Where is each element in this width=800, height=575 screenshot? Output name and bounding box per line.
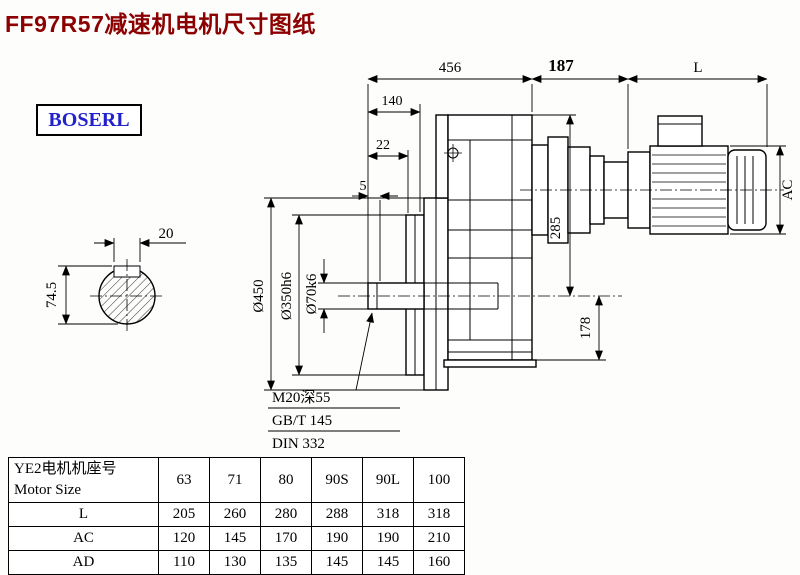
value-cell: 318 (362, 502, 414, 527)
value-cell: 190 (311, 526, 363, 551)
value-cell: 205 (158, 502, 210, 527)
dim-AC-label: AC (780, 180, 796, 201)
dim-label-cell: AC (8, 526, 159, 551)
value-cell: 135 (260, 550, 312, 575)
dia-350h6-label: Ø350h6 (279, 271, 295, 320)
note-din-label: DIN 332 (272, 436, 325, 452)
dim-label-cell: AD (8, 550, 159, 575)
dim-456-label: 456 (439, 60, 462, 76)
value-cell: 288 (311, 502, 363, 527)
dimensions: 456 187 L 140 22 5 285 178 AC Ø450 (44, 56, 796, 391)
terminal-box (657, 115, 703, 147)
value-cell: 280 (260, 502, 312, 527)
value-cell: 160 (413, 550, 465, 575)
dim-5-label: 5 (360, 179, 367, 194)
dia-450-label: Ø450 (251, 279, 267, 312)
table-row-header: YE2电机机座号 Motor Size 63 71 80 90S 90L 100 (8, 457, 465, 503)
size-cell: 90S (311, 457, 363, 503)
motor-spec-table: YE2电机机座号 Motor Size 63 71 80 90S 90L 100… (8, 457, 465, 575)
page-title: FF97R57减速机电机尺寸图纸 (5, 11, 316, 37)
dim-74-5-label: 74.5 (44, 282, 60, 308)
eye-bolt-icon (444, 144, 462, 162)
technical-drawing: 456 187 L 140 22 5 285 178 AC Ø450 (44, 56, 796, 452)
value-cell: 260 (209, 502, 261, 527)
brand-logo-box: BOSERL (36, 104, 142, 136)
value-cell: 210 (413, 526, 465, 551)
table-row-L: L 205 260 280 288 318 318 (8, 502, 465, 527)
table-row-AC: AC 120 145 170 190 190 210 (8, 526, 465, 551)
value-cell: 170 (260, 526, 312, 551)
thread-annotations: M20深55 GB/T 145 DIN 332 (268, 312, 400, 452)
brand-logo-text: BOSERL (48, 108, 130, 131)
value-cell: 145 (362, 550, 414, 575)
size-cell: 100 (413, 457, 465, 503)
value-cell: 145 (209, 526, 261, 551)
electric-motor (627, 115, 767, 235)
dim-label-cell: L (8, 502, 159, 527)
size-cell: 71 (209, 457, 261, 503)
value-cell: 130 (209, 550, 261, 575)
motor-size-label-cn: YE2电机机座号 (14, 461, 117, 477)
dim-20-label: 20 (159, 226, 174, 242)
size-cell: 63 (158, 457, 210, 503)
gear-housing (424, 114, 537, 368)
motor-size-header-cell: YE2电机机座号 Motor Size (8, 457, 159, 503)
dim-140-label: 140 (382, 94, 403, 109)
dim-187-label: 187 (548, 56, 574, 75)
note-m20-label: M20深55 (272, 389, 330, 406)
dim-285-label: 285 (548, 217, 564, 240)
value-cell: 110 (158, 550, 210, 575)
note-gbt-label: GB/T 145 (272, 413, 332, 429)
value-cell: 120 (158, 526, 210, 551)
size-cell: 80 (260, 457, 312, 503)
table-row-AD: AD 110 130 135 145 145 160 (8, 550, 465, 575)
motor-size-label-en: Motor Size (14, 482, 82, 498)
value-cell: 190 (362, 526, 414, 551)
dim-L-label: L (693, 60, 702, 76)
dim-178-label: 178 (578, 317, 594, 340)
value-cell: 145 (311, 550, 363, 575)
value-cell: 318 (413, 502, 465, 527)
size-cell: 90L (362, 457, 414, 503)
centerlines (90, 189, 784, 333)
dim-22-label: 22 (376, 138, 390, 153)
hollow-output-shaft (367, 282, 425, 310)
dia-70k6-label: Ø70k6 (304, 273, 320, 314)
